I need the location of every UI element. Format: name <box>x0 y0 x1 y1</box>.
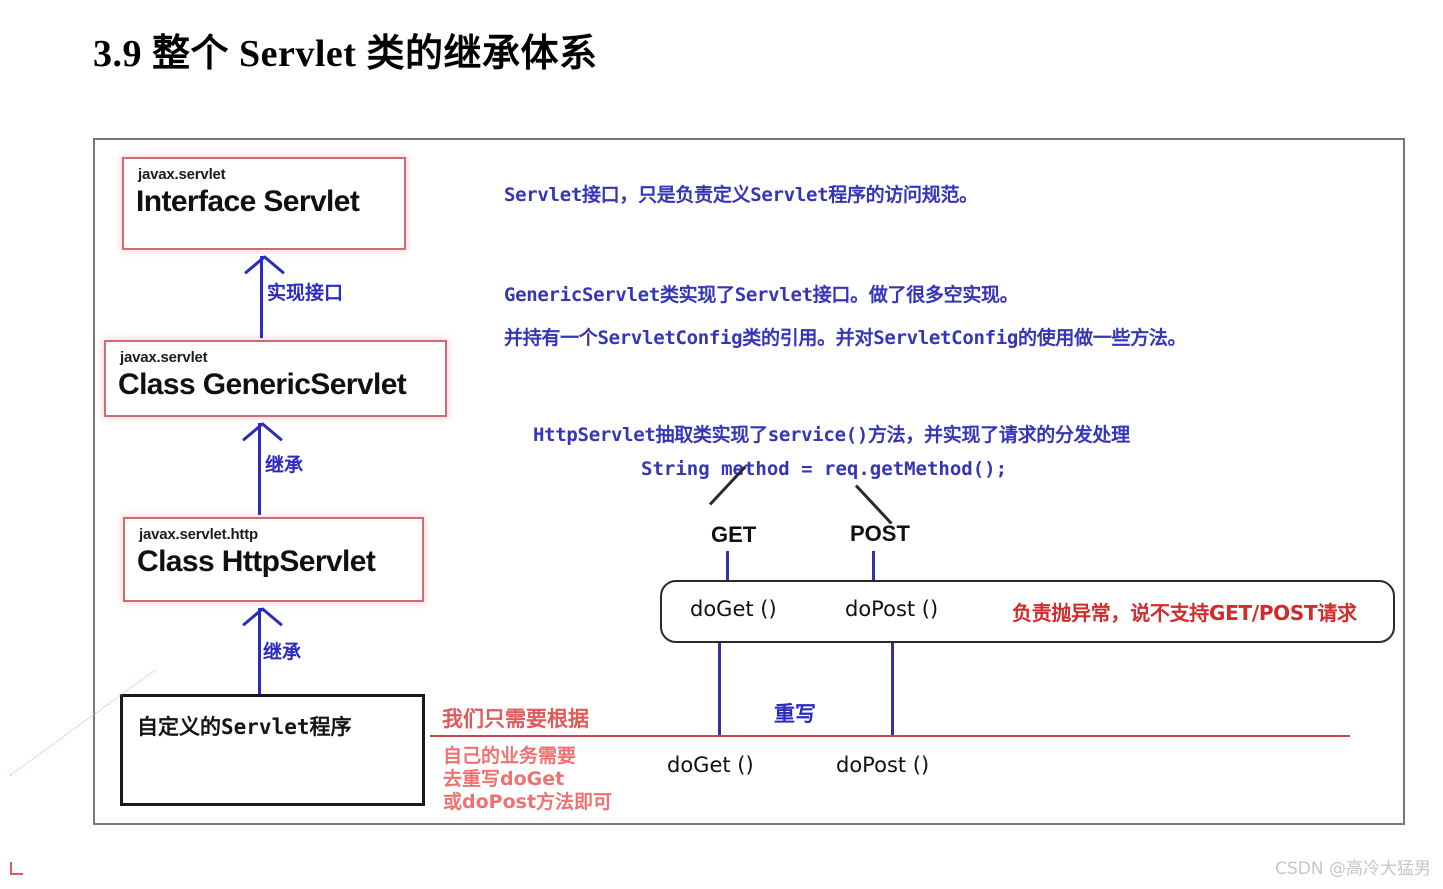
inherit-arrow-http-label: 继承 <box>263 641 302 663</box>
inherit-arrow-generic-icon <box>258 423 261 515</box>
page-title: 3.9 整个 Servlet 类的继承体系 <box>93 33 598 75</box>
connector-get-stem <box>726 551 729 581</box>
red-divider-line <box>430 735 1350 737</box>
class-box-http-servlet: javax.servlet.http Class HttpServlet <box>123 517 424 602</box>
http-method-post-label: POST <box>850 521 910 546</box>
do-get-label-top: doGet () <box>690 597 777 621</box>
note-throw-exception: 负责抛异常，说不支持GET/POST请求 <box>1012 601 1357 625</box>
note-generic-servlet-2: 并持有一个ServletConfig类的引用。并对ServletConfig的使… <box>504 327 1187 349</box>
implement-arrow-icon <box>260 256 263 338</box>
note-http-servlet: HttpServlet抽取类实现了service()方法，并实现了请求的分发处理 <box>533 424 1130 446</box>
do-methods-box <box>660 580 1395 643</box>
note-rewrite-methods: 自己的业务需要 去重写doGet 或doPost方法即可 <box>443 745 613 813</box>
do-post-label-bottom: doPost () <box>836 753 930 777</box>
connector-get-stem-lower <box>718 643 721 736</box>
class-name-label: Interface Servlet <box>136 185 360 218</box>
class-name-label: Class GenericServlet <box>118 368 407 401</box>
note-servlet-interface: Servlet接口，只是负责定义Servlet程序的访问规范。 <box>504 184 978 206</box>
connector-post-stem-lower <box>891 643 894 736</box>
watermark: CSDN @高冷大猛男 <box>1275 859 1431 879</box>
class-box-generic-servlet: javax.servlet Class GenericServlet <box>104 340 447 417</box>
class-package-label: javax.servlet <box>138 166 226 183</box>
inherit-arrow-http-icon <box>258 608 261 694</box>
http-method-get-label: GET <box>711 522 757 547</box>
override-label: 重写 <box>774 702 816 726</box>
note-generic-servlet-1: GenericServlet类实现了Servlet接口。做了很多空实现。 <box>504 284 1019 306</box>
connector-post-stem <box>872 551 875 581</box>
class-box-interface-servlet: javax.servlet Interface Servlet <box>122 157 406 250</box>
class-package-label: javax.servlet <box>120 349 208 366</box>
note-get-method-code: String method = req.getMethod(); <box>641 458 1008 480</box>
class-box-custom-servlet: 自定义的Servlet程序 <box>120 694 425 806</box>
do-get-label-bottom: doGet () <box>667 753 754 777</box>
custom-servlet-label: 自定义的Servlet程序 <box>137 715 352 739</box>
inherit-arrow-generic-label: 继承 <box>265 454 304 476</box>
pointer-arrowhead-icon <box>10 862 23 875</box>
implement-arrow-label: 实现接口 <box>267 282 344 304</box>
do-post-label-top: doPost () <box>845 597 939 621</box>
class-name-label: Class HttpServlet <box>137 545 376 578</box>
class-package-label: javax.servlet.http <box>139 526 258 543</box>
note-need-based-on: 我们只需要根据 <box>442 707 589 731</box>
